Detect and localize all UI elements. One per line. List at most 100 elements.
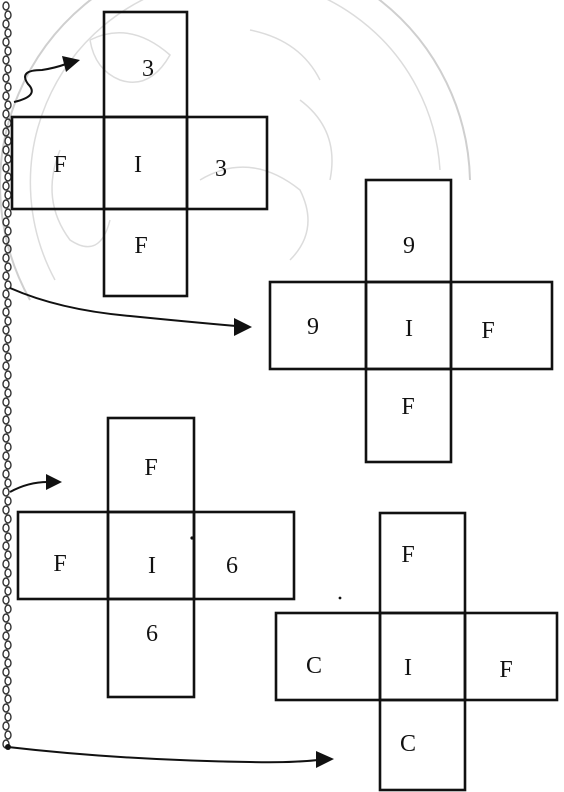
chain-link <box>5 623 11 631</box>
net-3-right-label: 6 <box>226 553 238 579</box>
net-1-bottom-label: F <box>134 233 147 259</box>
chain-link <box>5 29 11 37</box>
net-3-left-label: F <box>53 551 66 577</box>
net-2-top-face <box>366 180 451 282</box>
net-3: F F I 6 6 <box>18 418 294 697</box>
chain-link <box>5 335 11 343</box>
net-4-bottom-face <box>380 700 465 790</box>
chain-link <box>5 587 11 595</box>
net-1: 3 F I 3 F <box>12 12 267 296</box>
chain-link <box>5 83 11 91</box>
chain-link <box>5 11 11 19</box>
chain-link <box>3 92 9 100</box>
chain-link <box>3 614 9 622</box>
chain-link <box>3 668 9 676</box>
chain-link <box>5 533 11 541</box>
chain-link <box>5 227 11 235</box>
chain-link <box>3 182 9 190</box>
chain-link <box>5 47 11 55</box>
net-4-right-label: F <box>499 657 512 683</box>
chain-link <box>5 155 11 163</box>
chain-link <box>5 479 11 487</box>
chain-link <box>5 317 11 325</box>
chain-link <box>5 407 11 415</box>
chain-link <box>5 659 11 667</box>
chain-link <box>3 362 9 370</box>
chain-link <box>3 146 9 154</box>
net-4-top-label: F <box>401 542 414 568</box>
net-1-right-label: 3 <box>215 156 227 182</box>
chain-link <box>3 56 9 64</box>
chain-link <box>5 713 11 721</box>
chain-link <box>3 434 9 442</box>
net-2-left-label: 9 <box>307 314 319 340</box>
net-4-center-label: I <box>404 655 412 681</box>
net-3-center-label: I <box>148 553 156 579</box>
net-2-top-label: 9 <box>403 233 415 259</box>
chain-link <box>5 299 11 307</box>
net-1-center-label: I <box>134 152 142 178</box>
net-4-bottom-label: C <box>400 731 416 757</box>
net-3-top-label: F <box>144 455 157 481</box>
chain-link <box>5 173 11 181</box>
net-4-center-face <box>380 613 465 700</box>
chain-link <box>3 650 9 658</box>
chain-link <box>5 515 11 523</box>
chain-link <box>3 578 9 586</box>
net-4-top-face <box>380 513 465 613</box>
arrow-to-net-1 <box>14 56 80 102</box>
chain-link <box>5 209 11 217</box>
net-1-right-face <box>187 117 267 209</box>
net-3-right-face <box>194 512 294 599</box>
stray-dot <box>190 536 193 539</box>
chain-border <box>3 2 11 748</box>
chain-link <box>3 2 9 10</box>
chain-link <box>5 461 11 469</box>
chain-link <box>3 398 9 406</box>
chain-link <box>5 137 11 145</box>
chain-link <box>3 632 9 640</box>
chain-link <box>3 20 9 28</box>
chain-link <box>5 731 11 739</box>
net-3-bottom-label: 6 <box>146 621 158 647</box>
chain-end-dot <box>5 744 11 750</box>
net-1-left-label: F <box>53 152 66 178</box>
chain-link <box>3 470 9 478</box>
chain-link <box>3 254 9 262</box>
watermark-seal <box>0 0 470 300</box>
chain-link <box>3 38 9 46</box>
chain-link <box>5 569 11 577</box>
chain-link <box>3 596 9 604</box>
net-1-center-face <box>104 117 187 209</box>
chain-link <box>5 101 11 109</box>
chain-link <box>3 704 9 712</box>
chain-link <box>3 506 9 514</box>
chain-link <box>3 272 9 280</box>
net-2-center-label: I <box>405 316 413 342</box>
chain-link <box>3 560 9 568</box>
net-4-left-face <box>276 613 380 700</box>
chain-link <box>5 191 11 199</box>
chain-link <box>5 371 11 379</box>
chain-link <box>5 425 11 433</box>
net-1-top-label: 3 <box>142 56 154 82</box>
chain-link <box>5 605 11 613</box>
chain-link <box>3 488 9 496</box>
chain-link <box>5 551 11 559</box>
chain-link <box>5 65 11 73</box>
chain-link <box>3 686 9 694</box>
net-2-bottom-label: F <box>401 394 414 420</box>
chain-link <box>3 74 9 82</box>
net-3-bottom-face <box>108 599 194 697</box>
chain-link <box>5 389 11 397</box>
net-2-right-face <box>451 282 552 369</box>
chain-link <box>3 200 9 208</box>
chain-link <box>5 443 11 451</box>
chain-link <box>3 326 9 334</box>
net-4-left-label: C <box>306 653 322 679</box>
chain-link <box>3 416 9 424</box>
arrow-to-net-3 <box>10 474 62 492</box>
chain-link <box>5 641 11 649</box>
net-2-right-label: F <box>481 318 494 344</box>
chain-link <box>5 677 11 685</box>
